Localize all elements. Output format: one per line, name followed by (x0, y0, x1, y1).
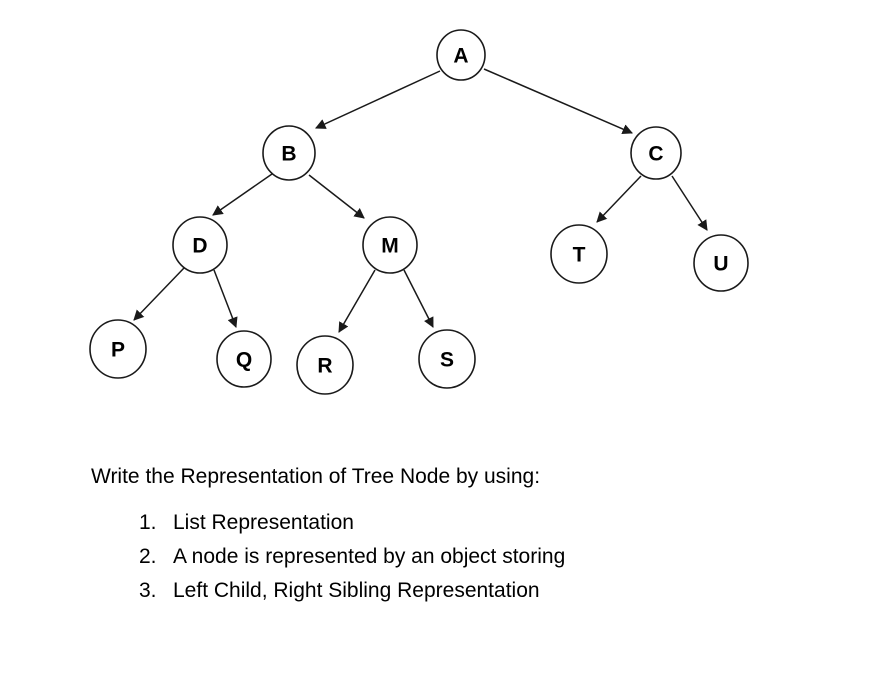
tree-node-s: S (418, 329, 476, 389)
list-text-1: List Representation (173, 511, 354, 534)
node-label-p: P (111, 339, 125, 362)
node-circle-q (216, 330, 272, 388)
tree-edge-a-c (483, 68, 633, 135)
tree-edge-c-u (671, 175, 708, 231)
list-text-2: A node is represented by an object stori… (173, 545, 566, 568)
question-text-block: Write the Representation of Tree Node by… (91, 462, 831, 608)
tree-node-r: R (296, 335, 354, 395)
tree-edge-m-r (338, 269, 376, 333)
tree-edge-m-s (403, 269, 434, 328)
node-circle-s (418, 329, 476, 389)
tree-nodes: A B C D M T U P Q R S (89, 29, 749, 395)
question-heading: Write the Representation of Tree Node by… (91, 465, 541, 488)
node-label-r: R (317, 355, 332, 378)
tree-node-p: P (89, 319, 147, 379)
answer-list-item-1: 1. List Representation (91, 506, 831, 540)
list-marker-3: 3. (139, 579, 157, 602)
answer-list-item-2: 2. A node is represented by an object sto… (91, 540, 831, 574)
tree-edge-d-p (133, 267, 185, 321)
tree-edge-b-d (212, 173, 273, 216)
tree-node-b: B (262, 125, 316, 181)
node-circle-t (550, 224, 608, 284)
tree-diagram: A B C D M T U P Q R S (89, 29, 749, 395)
node-label-a: A (453, 45, 468, 68)
tree-edge-d-q (213, 269, 238, 328)
node-circle-m (362, 216, 418, 274)
node-circle-c (630, 126, 682, 180)
tree-node-q: Q (216, 330, 272, 388)
tree-node-d: D (172, 216, 228, 274)
node-label-s: S (440, 349, 454, 372)
node-circle-a (436, 29, 486, 81)
tree-edge-c-t (596, 175, 642, 223)
tree-node-t: T (550, 224, 608, 284)
node-circle-p (89, 319, 147, 379)
list-marker-2: 2. (139, 545, 157, 568)
answer-list: 1. List Representation 2. A node is represe… (91, 506, 831, 608)
node-circle-b (262, 125, 316, 181)
tree-node-u: U (693, 234, 749, 292)
tree-node-c: C (630, 126, 682, 180)
list-marker-1: 1. (139, 511, 157, 534)
tree-node-m: M (362, 216, 418, 274)
answer-list-item-3: 3. Left Child, Right Sibling Representati… (91, 574, 831, 608)
tree-node-a: A (436, 29, 486, 81)
node-label-t: T (573, 244, 586, 267)
tree-edge-b-m (308, 174, 365, 219)
node-circle-u (693, 234, 749, 292)
node-label-d: D (192, 235, 207, 258)
node-label-c: C (648, 143, 663, 166)
node-label-u: U (713, 253, 728, 276)
node-circle-d (172, 216, 228, 274)
list-text-3: Left Child, Right Sibling Representation (173, 579, 540, 602)
node-label-q: Q (236, 349, 252, 372)
node-label-m: M (381, 235, 399, 258)
node-circle-r (296, 335, 354, 395)
tree-edges (133, 68, 708, 333)
node-label-b: B (281, 143, 296, 166)
tree-edge-a-b (315, 70, 441, 129)
